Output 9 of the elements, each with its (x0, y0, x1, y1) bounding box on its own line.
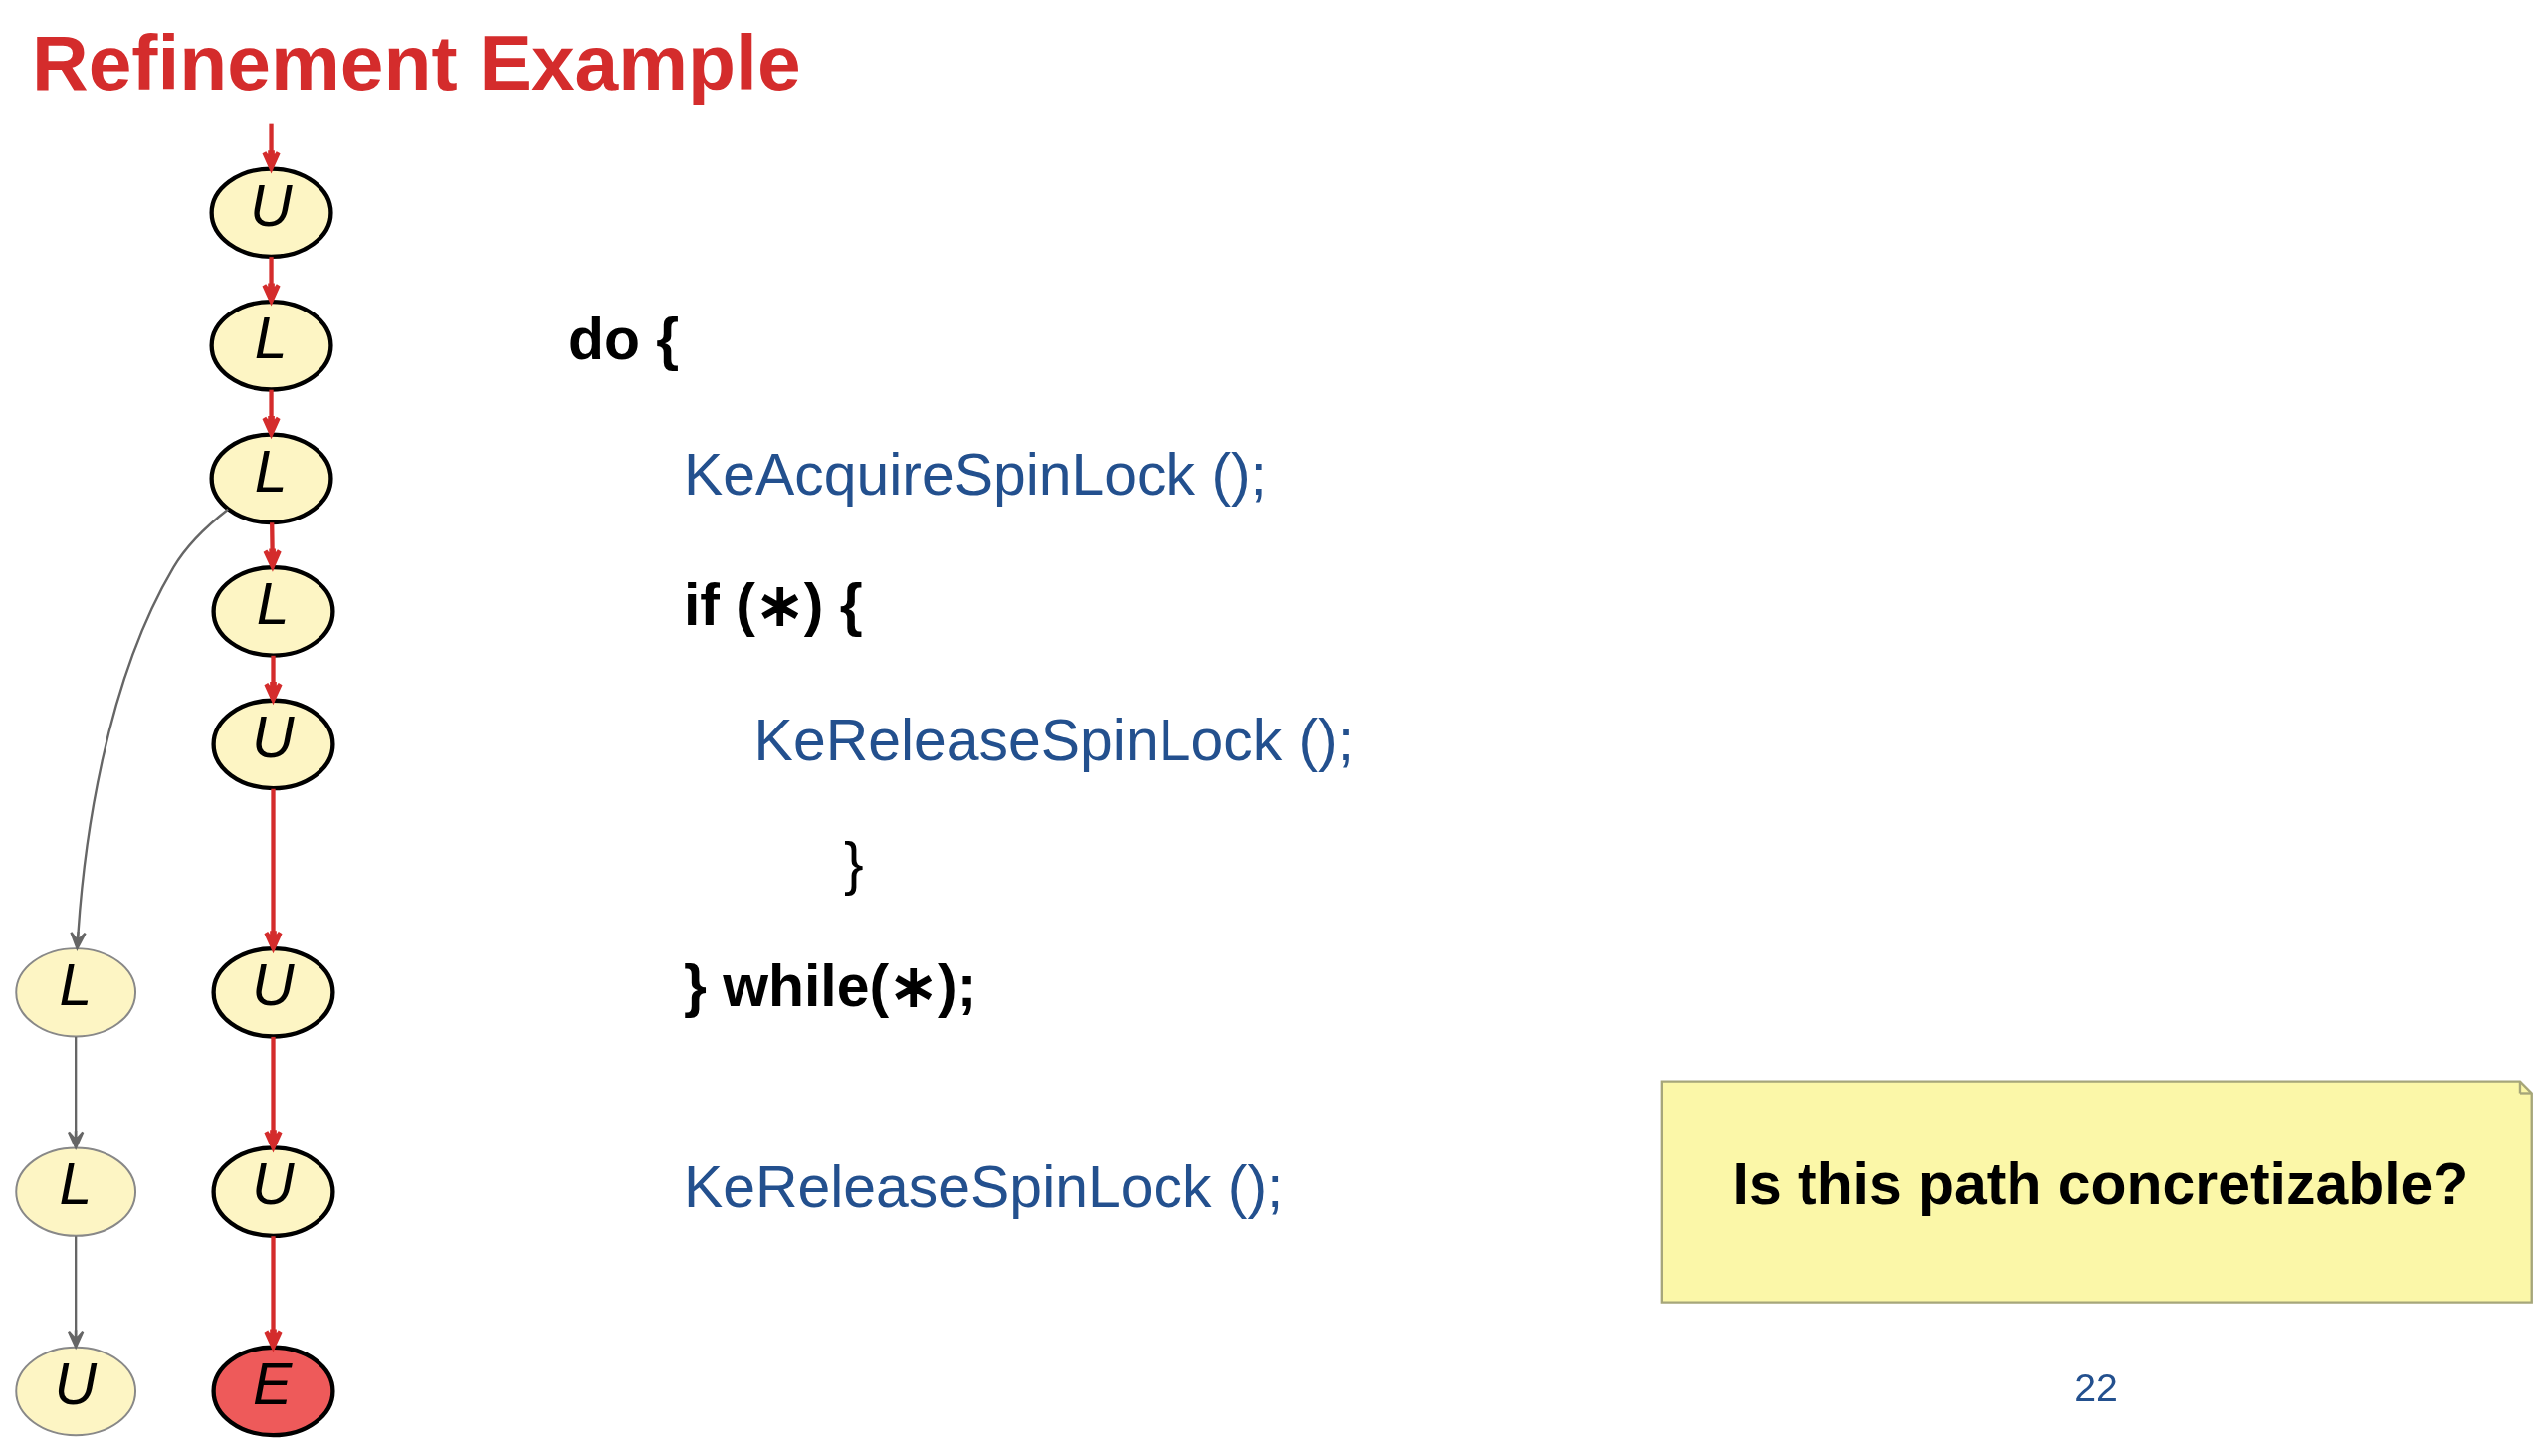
label: do { (568, 307, 680, 372)
diagram-title: Refinement Example (31, 18, 801, 106)
label: KeReleaseSpinLock (); (753, 707, 1355, 772)
label: KeReleaseSpinLock (); (683, 1154, 1284, 1220)
label: KeAcquireSpinLock (); (683, 441, 1267, 507)
label: } (843, 831, 864, 897)
label: 22 (2074, 1364, 2118, 1409)
label: } while(∗); (683, 953, 977, 1019)
label: if (∗) { (683, 572, 863, 638)
